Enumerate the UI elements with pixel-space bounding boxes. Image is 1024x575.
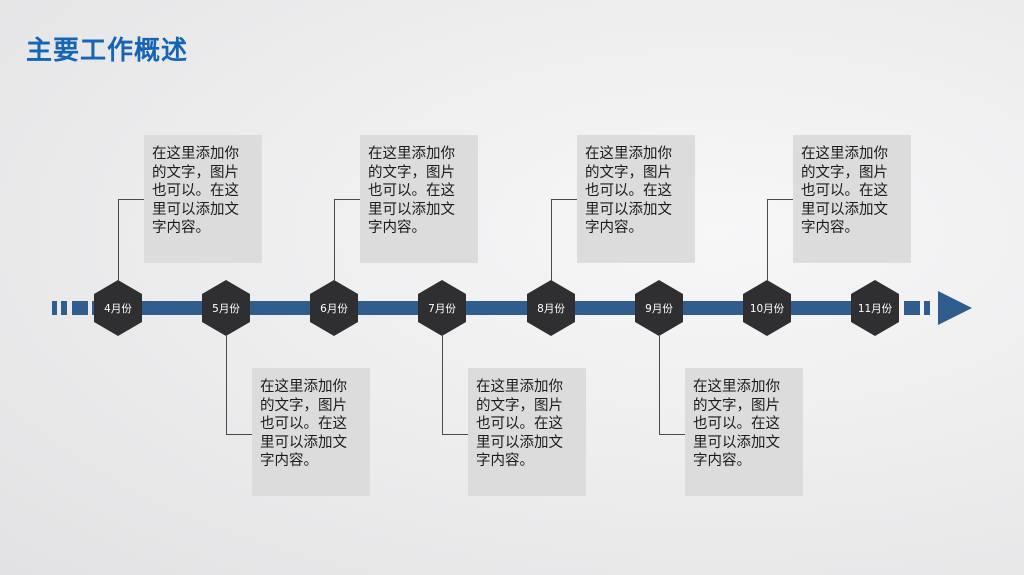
- month-node: 4月份: [94, 280, 142, 336]
- card-text-line: 的文字，图片: [260, 397, 347, 414]
- card-text-line: 也可以。在这: [368, 183, 455, 199]
- month-node: 11月份: [851, 280, 899, 336]
- text-card: 在这里添加你的文字，图片也可以。在这里可以添加文字内容。: [468, 368, 586, 496]
- card-text-line: 字内容。: [152, 220, 210, 236]
- card-text-line: 里可以添加文: [585, 201, 672, 218]
- card-text-line: 在这里添加你: [152, 146, 239, 162]
- card-text-line: 在这里添加你: [260, 379, 347, 395]
- month-node: 8月份: [527, 280, 575, 336]
- text-card: 在这里添加你的文字，图片也可以。在这里可以添加文字内容。: [685, 368, 803, 496]
- month-node: 9月份: [635, 280, 683, 336]
- card-connector: [659, 336, 686, 435]
- card-text-line: 在这里添加你: [693, 379, 780, 395]
- card-text-line: 里可以添加文: [476, 434, 563, 451]
- card-text-line: 的文字，图片: [693, 397, 780, 414]
- card-text-line: 在这里添加你: [368, 146, 455, 162]
- axis-arrow-icon: [938, 291, 972, 325]
- card-text-line: 字内容。: [368, 220, 426, 236]
- card-text-line: 在这里添加你: [476, 379, 563, 395]
- card-text-line: 的文字，图片: [152, 164, 239, 181]
- month-node: 10月份: [743, 280, 791, 336]
- card-text-line: 字内容。: [476, 453, 534, 469]
- page-title: 主要工作概述: [26, 36, 189, 66]
- text-card: 在这里添加你的文字，图片也可以。在这里可以添加文字内容。: [144, 135, 262, 263]
- card-connector: [442, 336, 469, 435]
- month-node: 7月份: [418, 280, 466, 336]
- month-node: 6月份: [310, 280, 358, 336]
- axis-dash: [924, 301, 930, 315]
- text-card: 在这里添加你的文字，图片也可以。在这里可以添加文字内容。: [793, 135, 911, 263]
- axis-dash: [61, 301, 67, 315]
- card-connector: [226, 336, 253, 435]
- card-text-line: 里可以添加文: [260, 434, 347, 451]
- card-text-line: 字内容。: [585, 220, 643, 236]
- text-card: 在这里添加你的文字，图片也可以。在这里可以添加文字内容。: [252, 368, 370, 496]
- card-text-line: 也可以。在这: [693, 416, 780, 432]
- card-text-line: 也可以。在这: [585, 183, 672, 199]
- card-text-line: 里可以添加文: [368, 201, 455, 218]
- axis-dash: [52, 301, 57, 315]
- card-text-line: 在这里添加你: [585, 146, 672, 162]
- card-connector: [767, 199, 794, 281]
- card-text-line: 里可以添加文: [152, 201, 239, 218]
- card-text-line: 也可以。在这: [476, 416, 563, 432]
- card-text-line: 的文字，图片: [801, 164, 888, 181]
- axis-bar: [92, 301, 898, 315]
- card-connector: [551, 199, 578, 281]
- card-text-line: 也可以。在这: [152, 183, 239, 199]
- card-text-line: 字内容。: [260, 453, 318, 469]
- card-text-line: 在这里添加你: [801, 146, 888, 162]
- card-connector: [118, 199, 145, 281]
- text-card: 在这里添加你的文字，图片也可以。在这里可以添加文字内容。: [360, 135, 478, 263]
- card-text-line: 字内容。: [693, 453, 751, 469]
- card-text-line: 的文字，图片: [585, 164, 672, 181]
- axis-dash: [904, 301, 920, 315]
- axis-dash: [72, 301, 88, 315]
- card-text-line: 字内容。: [801, 220, 859, 236]
- card-text-line: 的文字，图片: [476, 397, 563, 414]
- card-text-line: 里可以添加文: [693, 434, 780, 451]
- text-card: 在这里添加你的文字，图片也可以。在这里可以添加文字内容。: [577, 135, 695, 263]
- card-text-line: 也可以。在这: [801, 183, 888, 199]
- card-text-line: 也可以。在这: [260, 416, 347, 432]
- card-text-line: 里可以添加文: [801, 201, 888, 218]
- month-node: 5月份: [202, 280, 250, 336]
- card-connector: [334, 199, 361, 281]
- card-text-line: 的文字，图片: [368, 164, 455, 181]
